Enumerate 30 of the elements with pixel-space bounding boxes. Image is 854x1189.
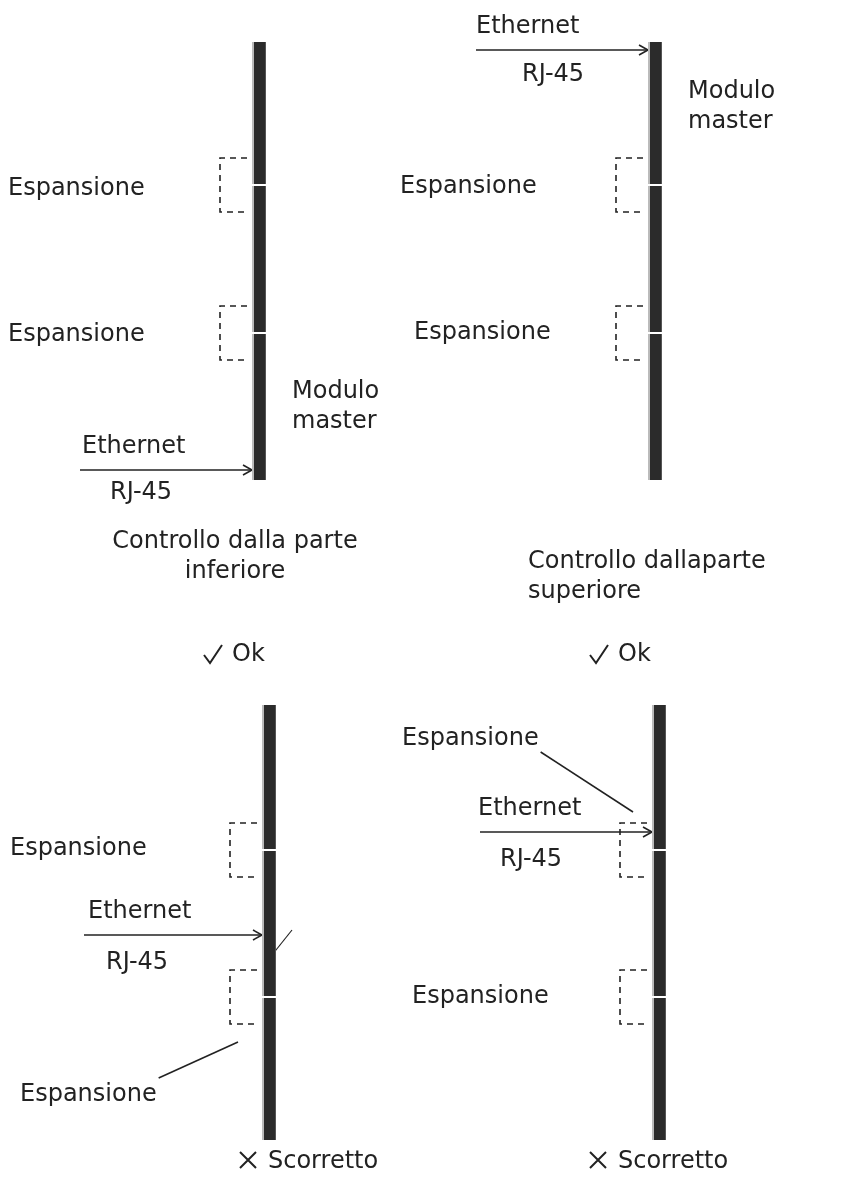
edge-label: Ethernet (82, 430, 186, 460)
text-label: Espansione (20, 1078, 157, 1108)
edge-label: Ethernet (478, 792, 582, 822)
caption-text: Espansione (10, 832, 148, 862)
edge-label: Ethernet (476, 10, 580, 40)
caption-text: Scorretto (618, 1145, 730, 1175)
arrow (83, 929, 263, 941)
arrow (79, 464, 253, 476)
arrow (475, 44, 649, 56)
caption-text: Scorretto (268, 1145, 380, 1175)
caption-text: Controllo dalla parte inferiore (111, 525, 359, 585)
caption-text: Espansione (414, 316, 552, 346)
caption-text: Ok (232, 638, 266, 668)
caption-text: RJ-45 (110, 476, 174, 506)
caption-text: Espansione (8, 172, 146, 202)
edge-label: Ethernet (88, 895, 192, 925)
caption-text: Controllo dallaparte superiore (528, 545, 767, 605)
caption-text: RJ-45 (522, 58, 586, 88)
caption-text: RJ-45 (500, 843, 564, 873)
leader-line (157, 1041, 239, 1079)
module-label: Modulo master (688, 75, 777, 135)
caption-text: Espansione (400, 170, 538, 200)
text-label: Espansione (402, 722, 539, 752)
caption-text: RJ-45 (106, 946, 170, 976)
caption-text: Ok (618, 638, 652, 668)
leader-line (539, 751, 634, 813)
module-label: Modulo master (292, 375, 381, 435)
caption-text: Espansione (8, 318, 146, 348)
arrow (479, 826, 653, 838)
caption-text: Espansione (412, 980, 550, 1010)
